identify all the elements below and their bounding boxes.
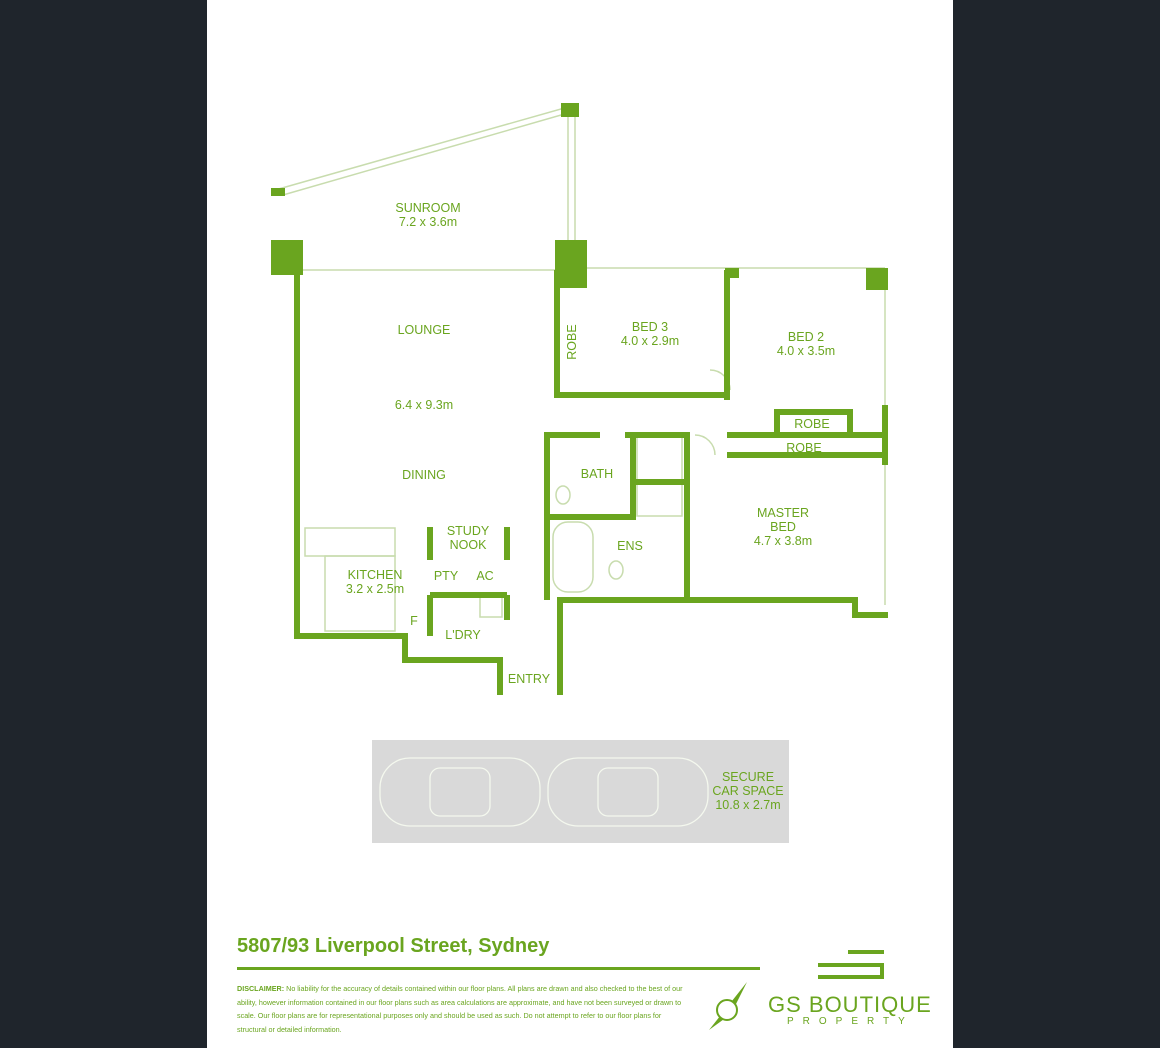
property-address: 5807/93 Liverpool Street, Sydney bbox=[237, 935, 550, 957]
brand-name: GS BOUTIQUE bbox=[768, 992, 932, 1017]
gs-logo-mark bbox=[818, 950, 884, 979]
lounge-size: 6.4 x 9.3m bbox=[394, 398, 454, 412]
bed3-robe-label: ROBE bbox=[565, 324, 579, 360]
bath-walls bbox=[544, 432, 600, 600]
lounge-label: LOUNGE bbox=[397, 323, 451, 337]
ensuite-label: ENS bbox=[617, 539, 643, 553]
master-robe-label: ROBE bbox=[786, 441, 822, 455]
kitchen-bench bbox=[304, 527, 396, 557]
bathtub bbox=[552, 521, 594, 593]
bed2-robe-label: ROBE bbox=[794, 417, 830, 431]
entry-label: ENTRY bbox=[507, 672, 551, 686]
bed3-wall bbox=[554, 270, 727, 398]
pantry-label: PTY bbox=[433, 569, 459, 583]
sunroom-glazing bbox=[274, 104, 576, 270]
disclaimer: DISCLAIMER: No liability for the accurac… bbox=[237, 984, 683, 1034]
divider bbox=[237, 967, 760, 970]
bath-label: BATH bbox=[580, 467, 614, 481]
laundry-label: L'DRY bbox=[445, 628, 481, 642]
dining-label: DINING bbox=[402, 468, 446, 482]
compass-icon bbox=[709, 982, 747, 1030]
shower bbox=[636, 436, 683, 483]
exterior-wall bbox=[294, 272, 503, 695]
brand-subtitle: PROPERTY bbox=[787, 1016, 914, 1027]
fridge-label: F bbox=[410, 614, 418, 628]
ac-label: AC bbox=[476, 569, 494, 583]
